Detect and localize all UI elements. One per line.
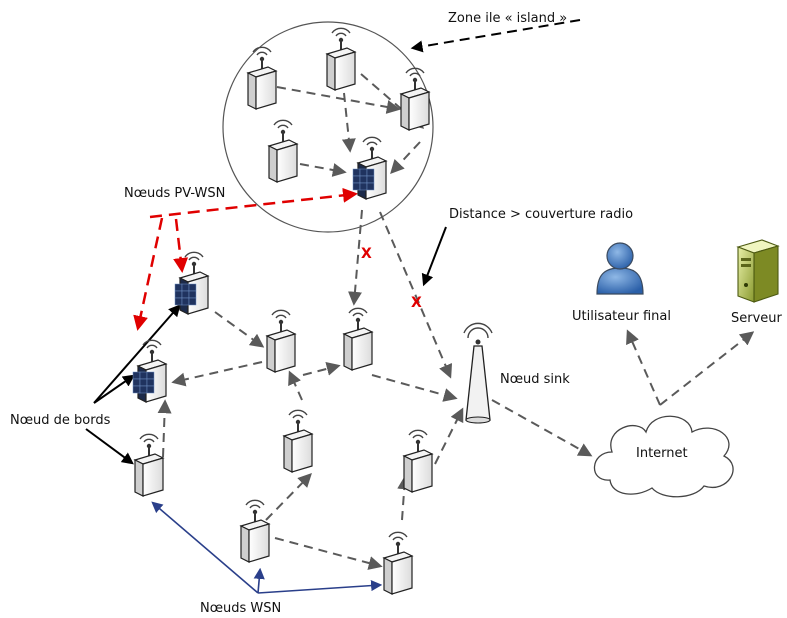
sensor-node-icon [403, 429, 433, 493]
user-icon [596, 242, 644, 295]
solar-sensor-node-icon [132, 339, 167, 403]
sensor-node-icon [247, 46, 277, 110]
sensor-node-icon [268, 119, 298, 183]
sensor-node-icon [240, 499, 270, 563]
radio-coverage-label: Distance > couverture radio [449, 207, 633, 222]
sensor-node-icon [400, 67, 430, 131]
pv-wsn-label: Nœuds PV-WSN [124, 186, 225, 201]
sensor-node-icon [383, 531, 413, 595]
link-broken-mark: X [361, 246, 372, 262]
island-zone-label: Zone ile « island » [448, 11, 567, 26]
solar-sensor-node-icon [352, 136, 387, 200]
sensor-node-icon [266, 309, 296, 373]
sensor-node-icon [134, 433, 164, 497]
border-node-label: Nœud de bords [10, 413, 111, 428]
internet-label: Internet [636, 446, 688, 461]
sink-antenna-icon [463, 322, 493, 424]
end-user-label: Utilisateur final [572, 309, 671, 324]
sensor-node-icon [283, 409, 313, 473]
link-broken-mark: X [411, 295, 422, 311]
cloud-icon [593, 415, 734, 498]
sink-node-label: Nœud sink [500, 372, 570, 387]
wsn-nodes-label: Nœuds WSN [200, 601, 281, 616]
server-label: Serveur [731, 311, 783, 326]
island-zone-circle [222, 21, 434, 233]
server-icon [736, 239, 780, 303]
sensor-node-icon [326, 27, 356, 91]
sensor-node-icon [343, 307, 373, 371]
